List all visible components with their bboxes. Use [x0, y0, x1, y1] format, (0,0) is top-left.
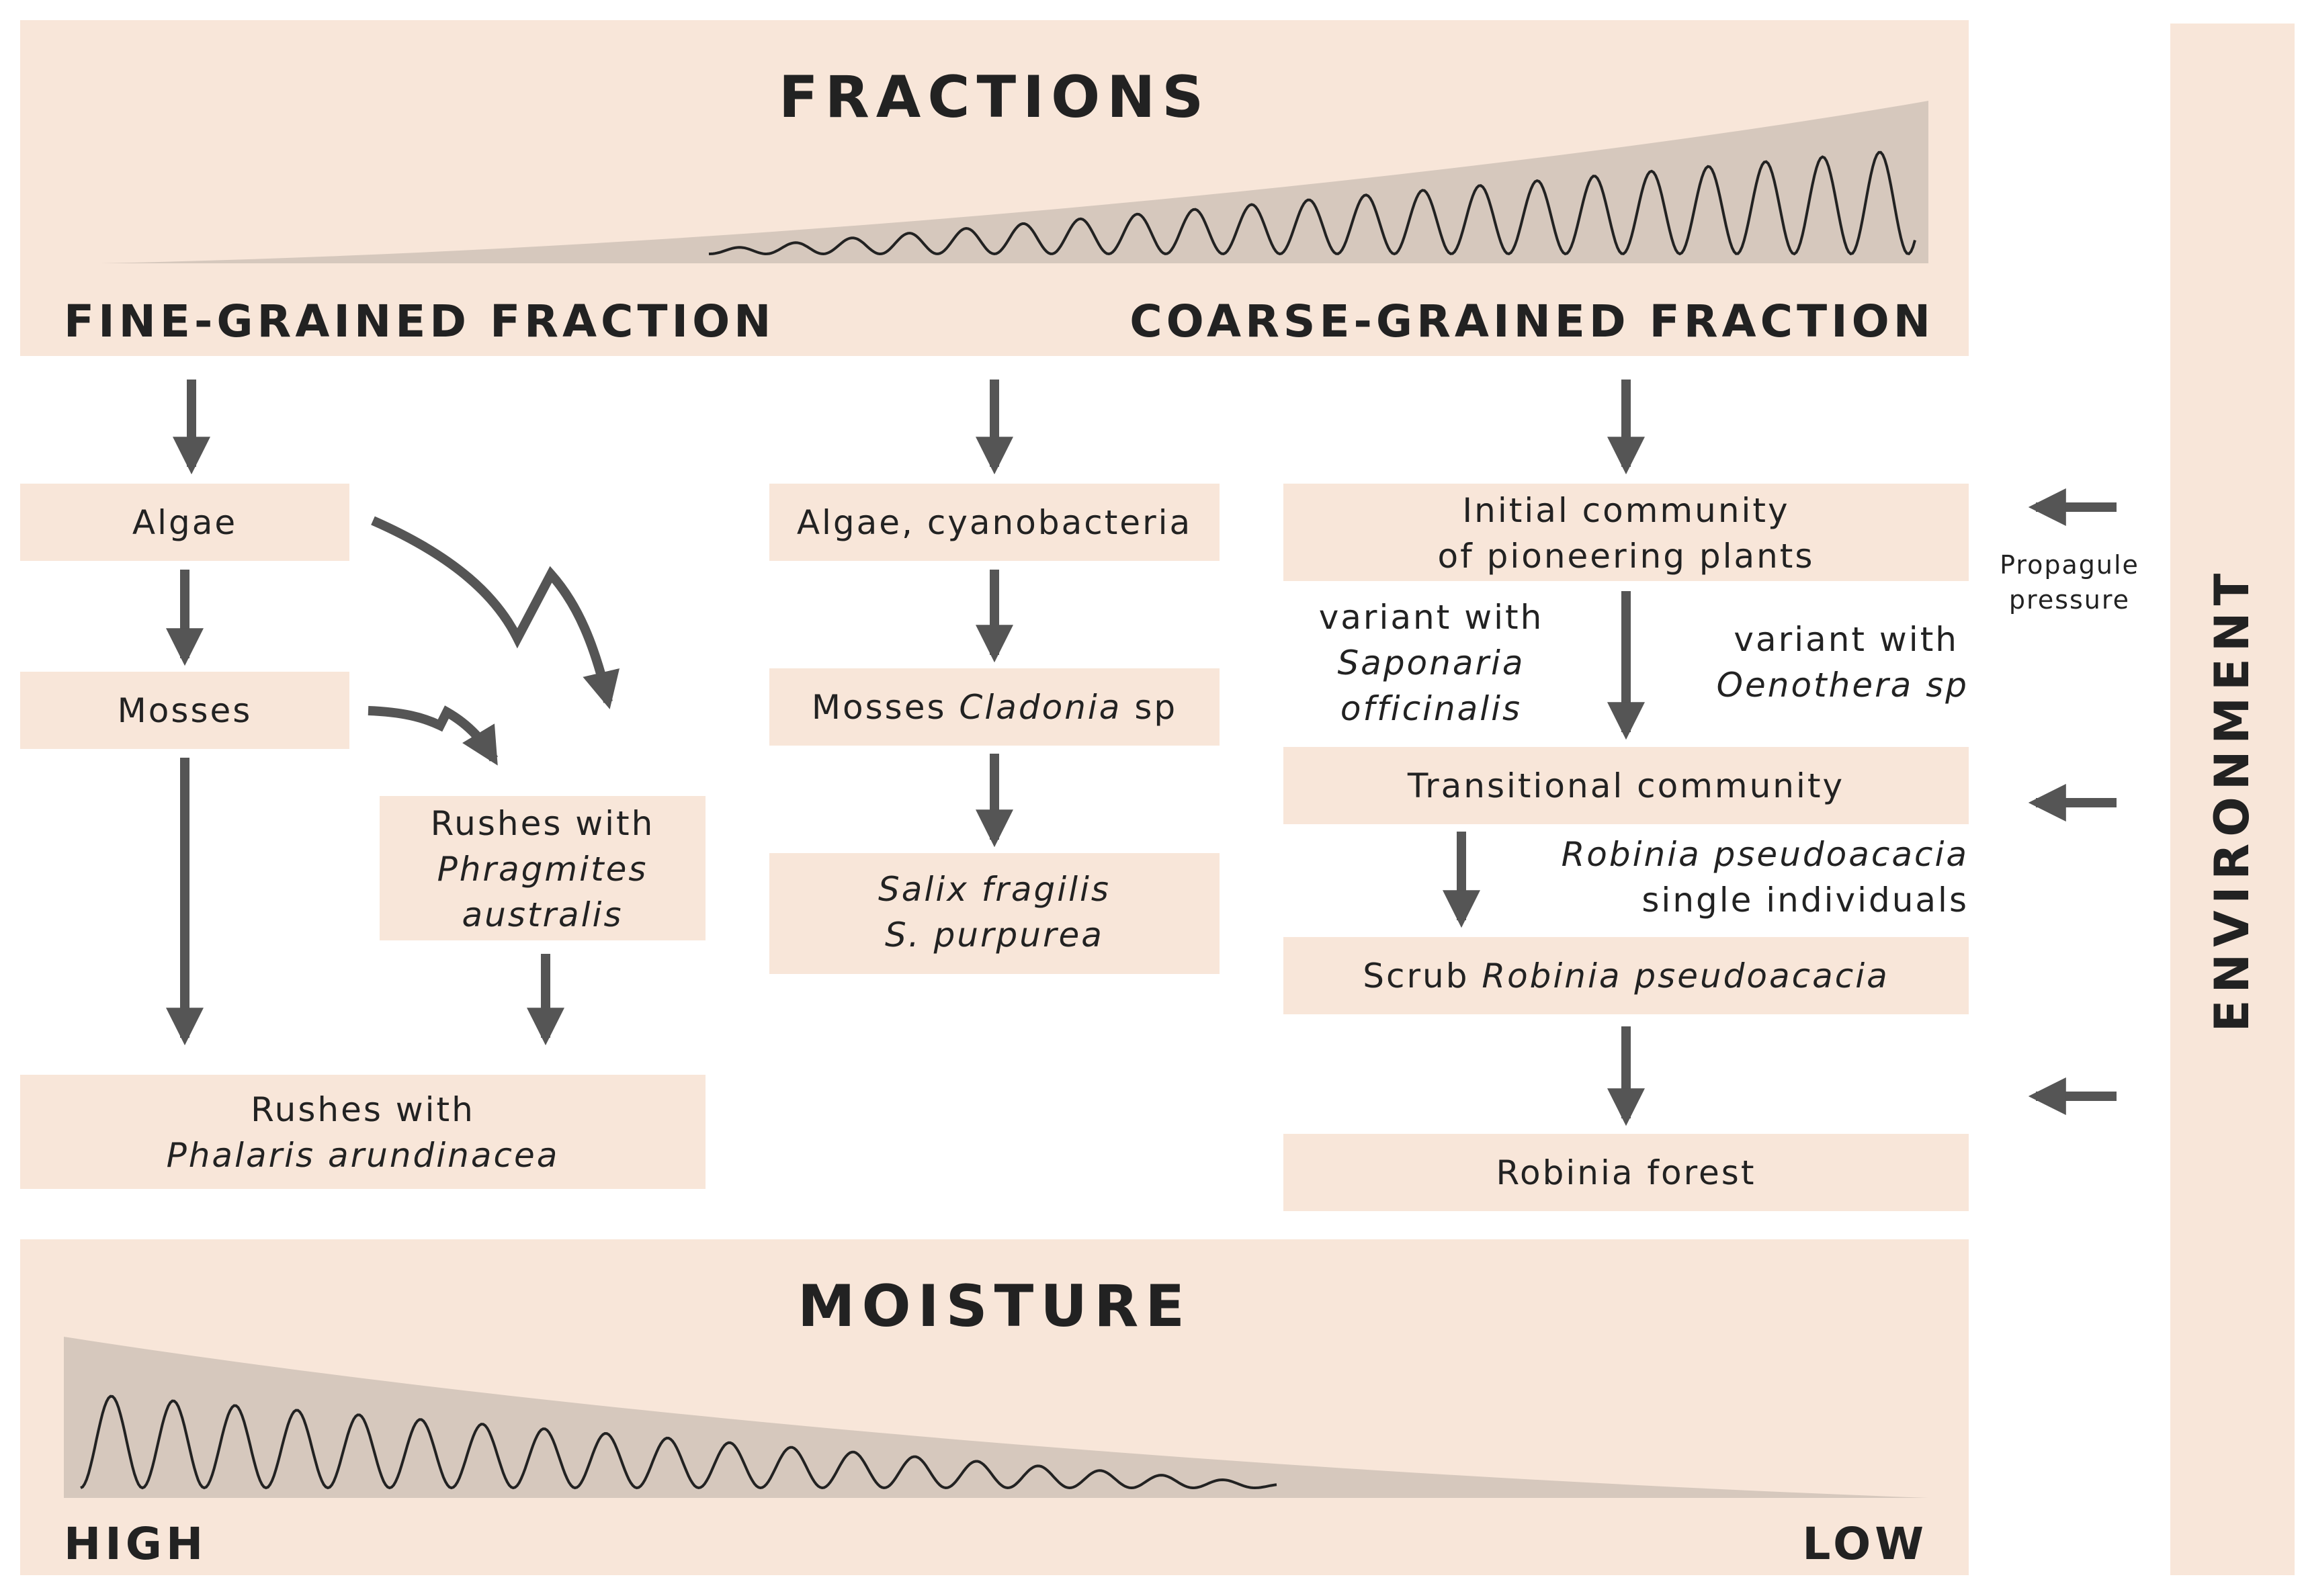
transitional-box — [1283, 747, 1969, 824]
variant-right-line1: variant with — [1734, 620, 1959, 659]
moisture-title: MOISTURE — [797, 1273, 1192, 1340]
robinia-single-label: Robinia pseudoacacia single individuals — [1505, 832, 1969, 923]
mosses-cladonia-italic: Cladonia — [959, 688, 1122, 727]
salix-line2: S. purpurea — [885, 916, 1104, 955]
rushes-phragmites-line2: Phragmites — [437, 850, 648, 889]
salix-box — [769, 853, 1220, 974]
mosses-cladonia-box — [769, 668, 1220, 746]
rushes-phalaris-line1: Rushes with — [251, 1090, 475, 1129]
propagule-label: Propagule pressure — [1975, 547, 2164, 617]
moisture-low-label: LOW — [1802, 1518, 1928, 1570]
algae-label: Algae — [132, 503, 238, 542]
mosses-cladonia-label: Mosses Cladonia sp — [769, 684, 1220, 730]
forest-box — [1283, 1134, 1969, 1211]
moisture-wave — [80, 1394, 1277, 1490]
scrub-label: Scrub Robinia pseudoacacia — [1283, 953, 1969, 999]
mosses-cladonia-prefix: Mosses — [811, 688, 959, 727]
fine-fraction-label: FINE-GRAINED FRACTION — [64, 296, 775, 347]
moisture-wedge — [64, 1337, 1928, 1498]
rushes-phragmites-label: Rushes with Phragmites australis — [380, 801, 706, 938]
mosses-cladonia-suffix: sp — [1121, 688, 1178, 727]
variant-left-line2: Saponaria — [1337, 644, 1525, 682]
rushes-phragmites-line1: Rushes with — [430, 804, 655, 843]
environment-label: ENVIRONMENT — [2205, 566, 2260, 1032]
moisture-high-label: HIGH — [64, 1518, 208, 1570]
scrub-italic: Robinia pseudoacacia — [1482, 957, 1889, 995]
rushes-phalaris-label: Rushes with Phalaris arundinacea — [20, 1087, 706, 1178]
initial-community-label: Initial community of pioneering plants — [1283, 488, 1969, 579]
salix-label: Salix fragilis S. purpurea — [769, 867, 1220, 958]
initial-line2: of pioneering plants — [1437, 537, 1815, 576]
algae-cyano-label: Algae, cyanobacteria — [796, 503, 1193, 542]
variant-oenothera: variant with Oenothera sp — [1680, 617, 1969, 708]
rushes-phragmites-line3: australis — [462, 895, 624, 934]
initial-line1: Initial community — [1462, 491, 1790, 530]
rushes-phalaris-box — [20, 1075, 706, 1189]
salix-line1: Salix fragilis — [878, 870, 1111, 909]
variant-left-line1: variant with — [1318, 598, 1544, 637]
fractions-title: FRACTIONS — [778, 64, 1211, 131]
coarse-fraction-label: COARSE-GRAINED FRACTION — [1129, 296, 1934, 347]
algae-box — [20, 484, 349, 561]
fractions-wedge — [101, 101, 1928, 263]
arrow-algae-phragmites — [371, 516, 620, 709]
transitional-label: Transitional community — [1407, 766, 1845, 805]
forest-label: Robinia forest — [1496, 1153, 1756, 1192]
variant-left-line3: officinalis — [1340, 689, 1523, 728]
rushes-phalaris-line2: Phalaris arundinacea — [166, 1136, 560, 1175]
robinia-single-line1: Robinia pseudoacacia — [1561, 835, 1969, 874]
scrub-box — [1283, 937, 1969, 1014]
propagule-line2: pressure — [2008, 585, 2131, 615]
fractions-wave — [708, 150, 1916, 256]
robinia-single-line2: single individuals — [1641, 881, 1969, 920]
algae-cyano-box — [769, 484, 1220, 561]
variant-right-line2: Oenothera sp — [1716, 666, 1969, 705]
variant-saponaria: variant with Saponaria officinalis — [1283, 594, 1579, 732]
environment-bar — [2170, 24, 2295, 1575]
rushes-phragmites-box — [380, 796, 706, 940]
initial-community-box — [1283, 484, 1969, 581]
arrow-mosses-phragmites — [368, 705, 499, 766]
mosses-box — [20, 672, 349, 749]
scrub-prefix: Scrub — [1363, 957, 1482, 995]
mosses-label: Mosses — [117, 691, 253, 730]
propagule-line1: Propagule — [2000, 550, 2139, 580]
